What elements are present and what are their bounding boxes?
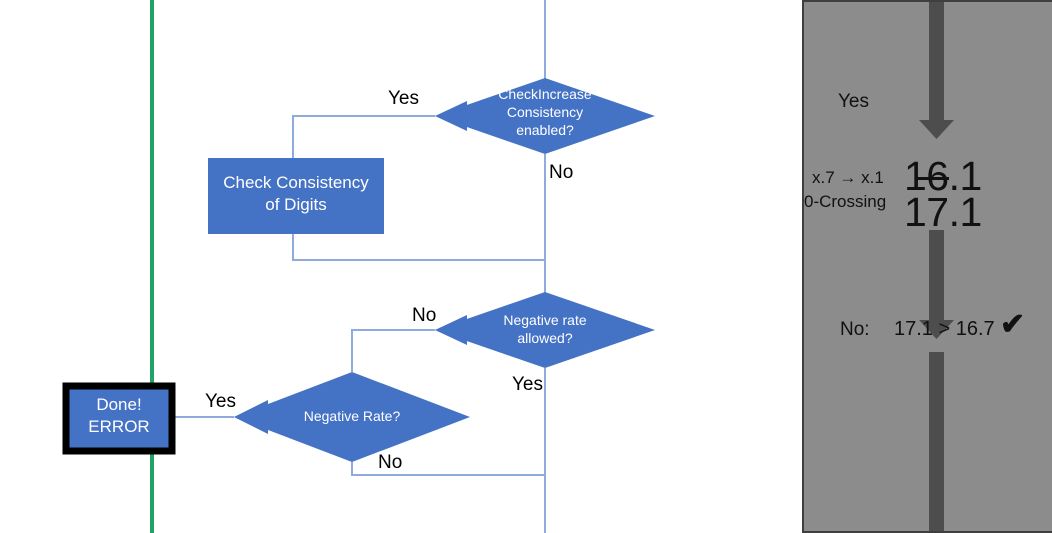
panel-comparison: 17.1 > 16.7 [894,318,995,340]
panel-value-struck-text: 16.1 [904,153,982,199]
arrow-shaft-bottom [929,352,944,531]
edge-label-yes-check-increase: Yes [388,88,419,109]
arrow-shaft-top [929,2,944,120]
panel-rule-label-line1: x.7 → x.1 [812,168,884,187]
edge-label-no-negative-rate: No [378,452,403,473]
decision-negative-rate[interactable] [234,372,470,462]
terminator-done-error[interactable] [62,382,176,455]
connector-yes-to-check-consistency [292,115,435,160]
edge-label-yes-negative-rate: Yes [205,391,236,412]
process-check-consistency-of-digits[interactable] [208,158,384,234]
arrowhead-into-decision-negative-rate-allowed [435,315,467,345]
connector-process-back-to-spine [292,234,545,261]
annotation-panel: Yes x.7 → x.1 0-Crossing 16.1 17.1 No: 1… [802,0,1052,533]
connector-no-negative-rate-to-spine [351,462,545,476]
arrowhead-into-decision-negative-rate [234,400,268,434]
panel-check-mark-icon: ✔ [1000,308,1026,341]
arrowhead-into-decision-check-increase [435,101,467,131]
panel-rule-label-line2: 0-Crossing [804,192,887,211]
connector-no-to-negative-rate [351,329,435,372]
panel-value-kept: 17.1 [904,189,982,235]
panel-arrows [919,2,954,531]
edge-label-no-check-increase: No [549,162,574,183]
panel-value-struck: 16.1 [904,156,982,197]
edge-label-no-negative-rate-allowed: No [412,305,437,326]
edge-label-yes-negative-rate-allowed: Yes [512,374,543,395]
panel-yes-label: Yes [838,91,869,112]
decision-check-increase-consistency[interactable] [435,78,655,154]
arrow-shaft-middle [929,230,944,320]
arrowhead-top [919,120,954,139]
decision-negative-rate-allowed[interactable] [435,292,655,368]
arrowhead-middle [919,320,954,339]
panel-no-label: No: [840,319,870,340]
